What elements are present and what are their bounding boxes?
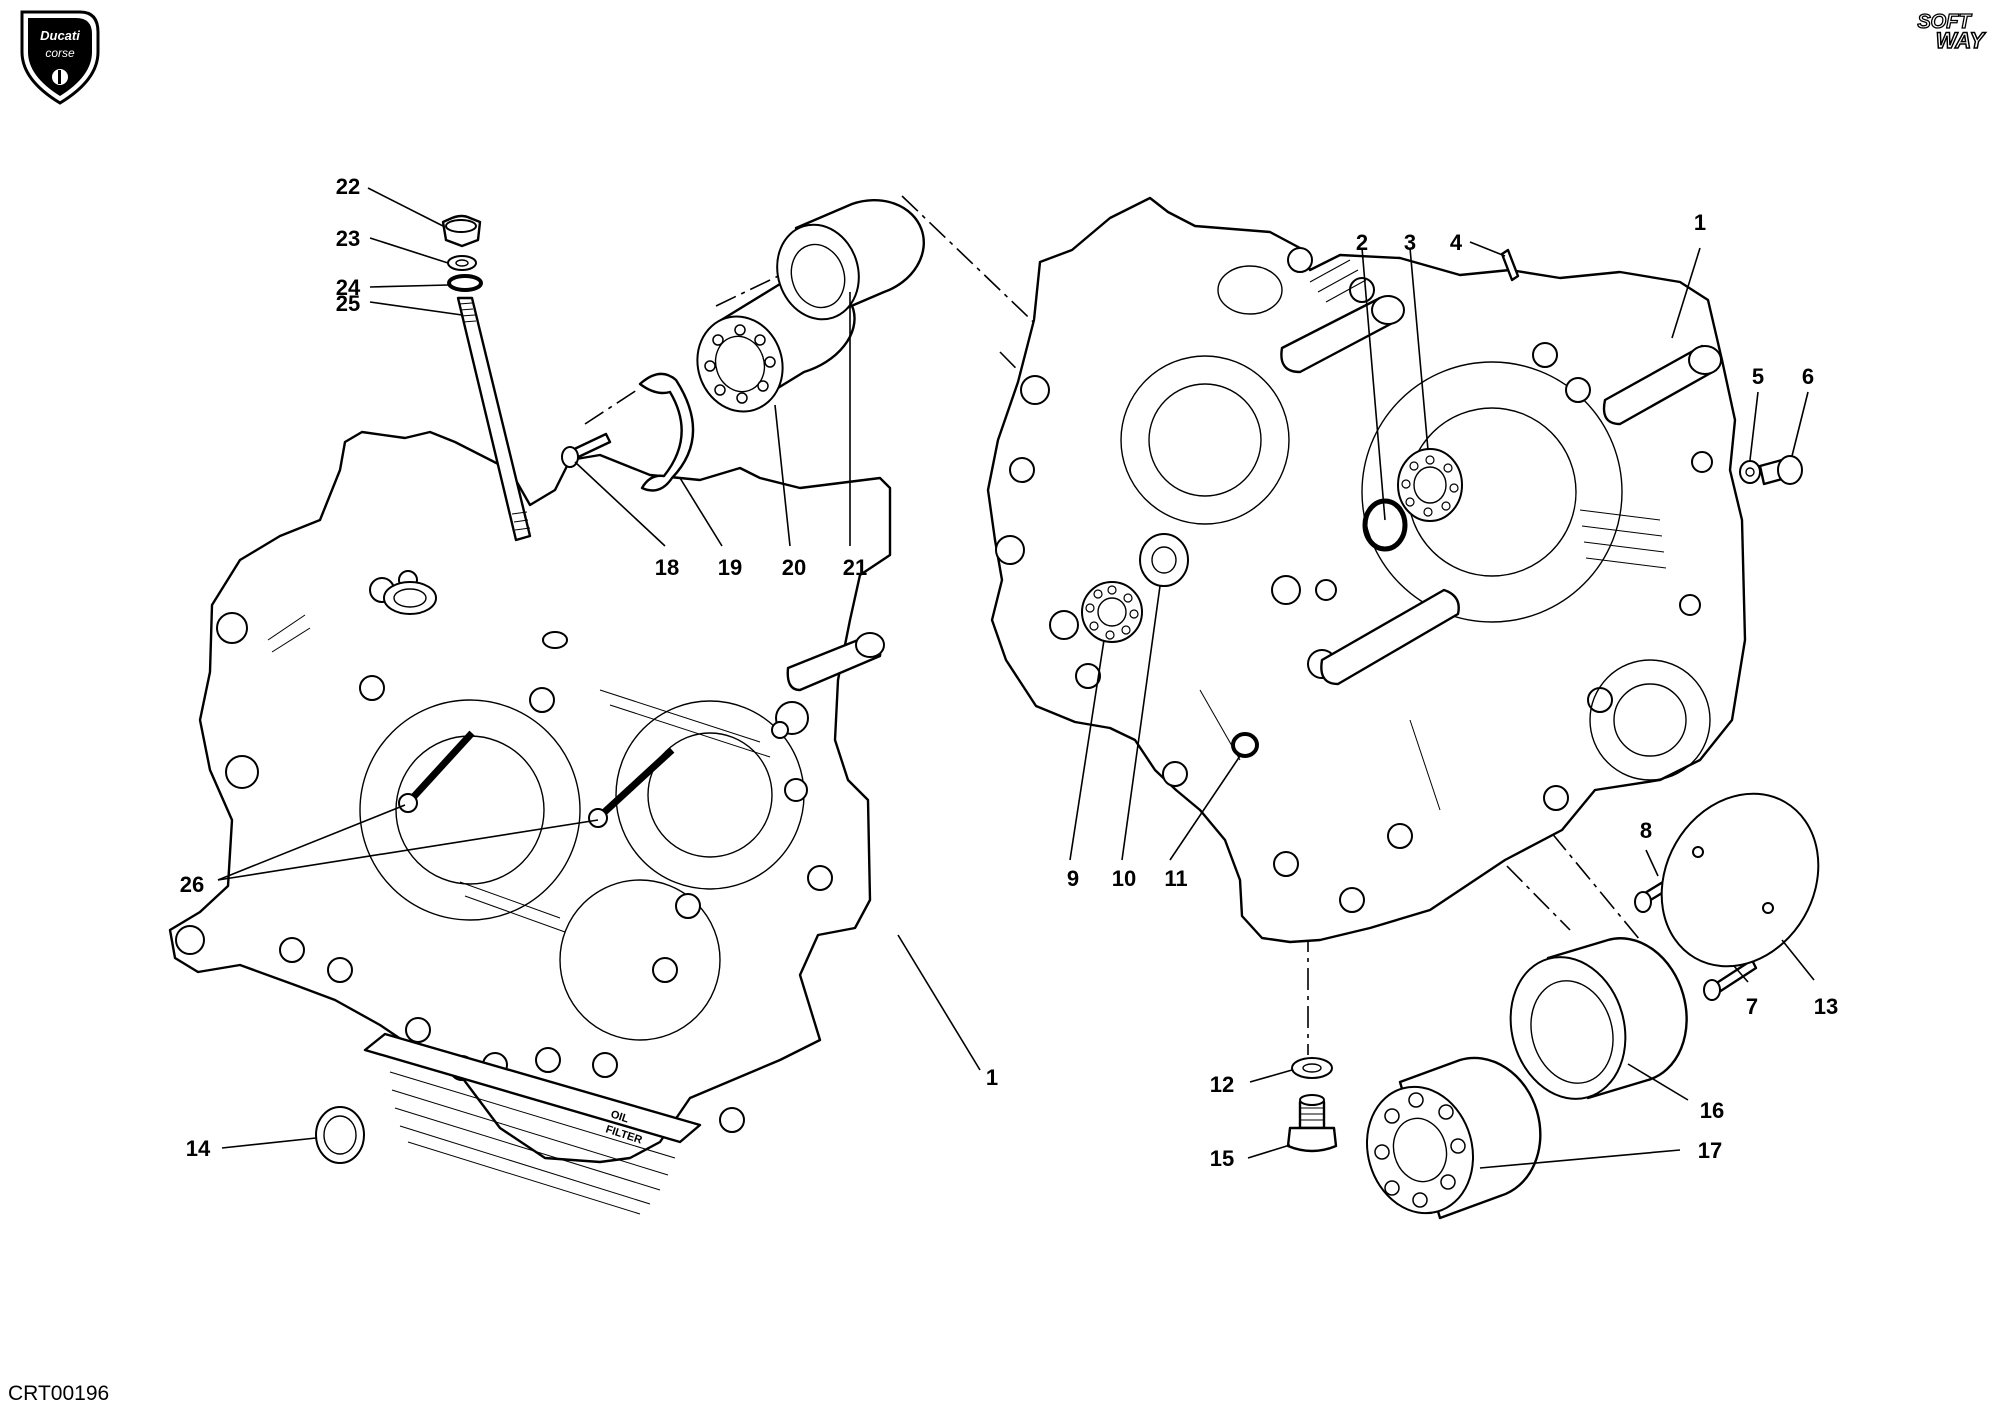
callout-20: 20 [782,555,806,580]
callout-2: 2 [1356,230,1368,255]
callout-14: 14 [186,1136,211,1161]
callout-22: 22 [336,174,360,199]
logo-text-ducati: Ducati [40,28,80,43]
callout-24: 24 [336,275,361,300]
part-10-seal [1139,533,1189,587]
part-15-drain-plug [1286,1094,1338,1153]
part-7-screw [1703,958,1758,1001]
callout-21: 21 [843,555,867,580]
callout-11: 11 [1164,866,1187,891]
left-crankcase-half: OIL FILTER [168,430,892,1215]
callout-25: 25 [336,291,360,316]
part-13-cover [1660,792,1820,968]
callout-8: 8 [1640,818,1652,843]
callout-9: 9 [1067,866,1079,891]
callout-16: 16 [1700,1098,1724,1123]
callout-1-left: 1 [986,1065,998,1090]
part-12-washer [1291,1057,1333,1079]
part-18-screw [561,432,612,468]
callout-15: 15 [1210,1146,1234,1171]
callout-23: 23 [336,226,360,251]
callout-1-right: 1 [1694,210,1706,235]
part-14-seal [315,1106,365,1164]
callout-26: 26 [180,872,204,897]
callout-6: 6 [1802,364,1814,389]
softway-logo: SOFT WAY [1905,8,1993,54]
part-20-bearing [696,279,856,413]
logo-text-way: WAY [1936,28,1987,53]
callout-18: 18 [655,555,679,580]
part-23-washer [447,255,477,271]
callouts: 1 1 2 3 4 5 6 7 8 9 10 11 12 13 14 15 16… [180,174,1838,1171]
part-11-o-ring [1231,732,1259,758]
callout-19: 19 [718,555,742,580]
callout-13: 13 [1814,994,1838,1019]
callout-17: 17 [1698,1138,1722,1163]
part-21-bush [776,198,925,321]
part-3-bearing [1397,448,1463,522]
part-9-bearing [1081,581,1143,643]
part-2-circlip [1362,498,1408,552]
part-19-retainer-clip [638,372,695,492]
logo-text-soft: SOFT [1917,11,1972,33]
logo-text-corse: corse [45,46,75,60]
part-4-dowel-pin [1500,248,1520,282]
part-22-cap [441,214,482,248]
ducati-corse-logo: Ducati corse [20,10,100,105]
callout-10: 10 [1112,866,1136,891]
stamp-oil: OIL [609,1108,630,1125]
part-24-o-ring [447,274,483,292]
part-16-bush [1509,937,1688,1100]
callout-3: 3 [1404,230,1416,255]
callout-12: 12 [1210,1072,1234,1097]
diagram-reference-code: CRT00196 [8,1382,109,1405]
leader-lines [217,187,1815,1169]
right-crankcase-half [986,196,1747,944]
callout-5: 5 [1752,364,1764,389]
part-17-bearing [1365,1056,1542,1220]
part-6-plug [1758,455,1803,486]
part-25-dipstick [456,296,532,542]
callout-7: 7 [1746,994,1758,1019]
callout-4: 4 [1450,230,1463,255]
part-5-washer [1739,460,1761,484]
